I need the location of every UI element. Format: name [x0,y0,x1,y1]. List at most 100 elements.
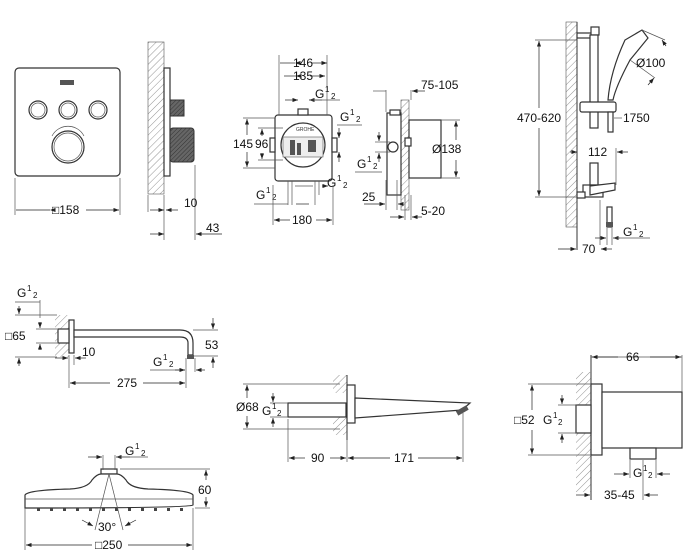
svg-text:1: 1 [337,174,342,183]
spout-inlet-pipe [287,402,347,418]
svg-text:2: 2 [277,409,282,418]
head-shower-view: G 1 2 30° 60 □250 [24,442,212,552]
spout-inlet-thread-label: G 1 2 [262,402,282,418]
button-3-icon [88,100,108,120]
shower-rail-view: Ø100 1750 470-620 112 G 1 2 [517,21,667,256]
control-panel-plate [14,67,121,177]
svg-text:2: 2 [272,193,277,202]
arm-flange-depth: 10 [82,345,96,359]
thermostat-side-view: 10 43 [147,41,222,240]
knob-small-icon [169,99,185,117]
rail-height-range: 470-620 [517,111,561,125]
svg-text:2: 2 [639,230,644,239]
side-inlet-thread-label: G 1 2 [357,155,378,171]
side-offset: 25 [362,190,376,204]
bottom-right-thread-label: G 1 2 [327,174,348,190]
arm-flange-label: □65 [5,329,26,343]
thermostat-front-view: □158 [14,67,121,217]
rough-in-box-front: GROHE 146 135 G 1 2 G 1 2 [233,55,362,227]
svg-text:1: 1 [27,284,32,293]
rough-in-box-side: 75-105 Ø138 G 1 2 25 5-20 [355,78,462,220]
wall-outlet-view: 66 □52 G 1 2 G 1 2 35-45 [514,350,683,502]
svg-text:2: 2 [558,418,563,427]
svg-text:G: G [17,286,26,300]
right-inlet-thread-label: G 1 2 [340,108,361,124]
svg-text:G: G [262,404,271,418]
grohe-logo-icon [60,80,74,85]
spout-body [354,397,472,419]
arm-inlet-thread-label: G 1 2 [17,284,38,300]
svg-text:G: G [340,110,349,124]
svg-text:2: 2 [373,162,378,171]
svg-text:1: 1 [367,155,372,164]
shower-arm-view: G 1 2 □65 10 53 G 1 2 27 [5,284,219,390]
head-shower-body [24,473,194,509]
svg-text:2: 2 [356,115,361,124]
handshower-diameter: Ø100 [636,56,666,70]
button-2-icon [58,100,78,120]
side-cover-range: 5-20 [421,204,445,218]
box-width-outer: 146 [293,56,313,70]
svg-text:1: 1 [135,442,140,451]
spout-length: 171 [394,451,414,465]
svg-text:G: G [256,188,265,202]
svg-text:1: 1 [643,464,648,473]
svg-text:G: G [623,225,632,239]
arm-outlet-thread-label: G 1 2 [153,353,174,369]
svg-text:1: 1 [266,186,271,195]
box-height-outer: 145 [233,137,253,151]
svg-text:1: 1 [553,411,558,420]
head-shower-size: □250 [95,538,123,552]
outlet-body [601,391,683,449]
side-depth-range: 75-105 [421,78,459,92]
arm-length: 275 [117,376,137,390]
svg-text:1: 1 [163,353,168,362]
svg-text:G: G [315,87,324,101]
thermostat-knob-icon [51,130,85,164]
slider-icon [579,101,617,113]
box-width-inner: 135 [293,69,313,83]
box-width-base: 180 [292,213,312,227]
svg-text:G: G [633,466,642,480]
arm-drop: 53 [205,338,219,352]
top-inlet-thread-label: G 1 2 [315,85,336,101]
outlet-inlet-thread-label: G 1 2 [543,411,563,427]
svg-text:2: 2 [343,181,348,190]
svg-text:G: G [125,444,134,458]
rail-inlet-thread-label: G 1 2 [623,223,644,239]
side-diameter: Ø138 [432,142,462,156]
box-height-inner: 96 [255,137,269,151]
svg-text:2: 2 [648,471,653,480]
bath-spout-view: Ø68 G 1 2 90 171 [236,375,472,465]
head-shower-thread-label: G 1 2 [125,442,146,458]
svg-text:G: G [543,413,552,427]
knob-large-icon [169,127,195,163]
svg-text:2: 2 [169,360,174,369]
outlet-depth-range: 35-45 [604,488,635,502]
rail-projection: 112 [588,145,607,159]
button-1-icon [28,100,48,120]
panel-width-label: □158 [52,203,80,217]
panel-depth-label-1: 10 [184,196,198,210]
svg-text:1: 1 [325,85,330,94]
svg-text:2: 2 [33,291,38,300]
svg-text:1: 1 [350,108,355,117]
svg-text:2: 2 [331,92,336,101]
spout-inlet-length: 90 [311,451,325,465]
spout-rosette-diameter: Ø68 [236,400,259,414]
nozzle-row [37,508,183,511]
svg-text:G: G [153,355,162,369]
outlet-width: 66 [626,350,640,364]
svg-text:G: G [357,157,366,171]
handshower-icon [607,29,649,101]
rail-bar [589,34,599,129]
box-logo: GROHE [296,127,315,133]
svg-text:1: 1 [633,223,638,232]
spray-angle: 30° [98,520,116,534]
hose-length: 1750 [623,111,650,125]
svg-text:1: 1 [272,402,277,411]
outlet-outlet-thread-label: G 1 2 [633,464,653,480]
rail-wall-offset: 70 [582,242,596,256]
svg-text:G: G [327,176,336,190]
